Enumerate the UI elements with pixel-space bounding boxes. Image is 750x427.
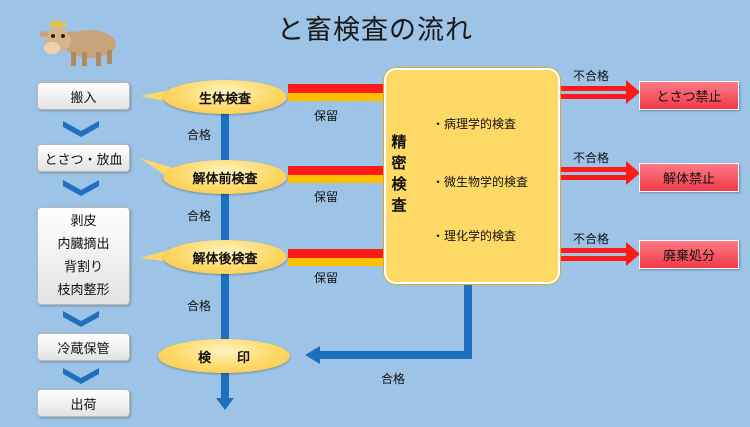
result-disposal: 廃棄処分 [639, 240, 739, 269]
return-pass-arrowhead [305, 346, 320, 364]
pass-label-3: 合格 [187, 299, 212, 313]
pass-label-1: 合格 [187, 128, 212, 142]
stage-antemortem: 生体検査 [163, 80, 287, 114]
hold-label-2: 保留 [314, 190, 339, 204]
chevron-down-icon [63, 121, 99, 137]
chevron-down-icon [63, 311, 99, 327]
fail-label-1: 不合格 [573, 69, 610, 83]
hold-line-1 [288, 93, 384, 101]
step-dressing-line: 内臓摘出 [57, 237, 110, 252]
fail-arrow-3 [558, 242, 640, 266]
hold-label-3: 保留 [314, 271, 339, 285]
fail-label-2: 不合格 [573, 151, 610, 165]
hold-line-3 [288, 258, 384, 266]
fail-line-1 [288, 84, 384, 93]
chevron-down-icon [63, 368, 99, 384]
fail-label-3: 不合格 [573, 232, 610, 246]
hold-line-2 [288, 175, 384, 183]
step-dressing-line: 枝肉整形 [57, 283, 110, 298]
page-title: と畜検査の流れ [277, 15, 473, 46]
inspection-item: ・病理学的検査 [432, 117, 517, 131]
step-arrival: 搬入 [37, 82, 130, 110]
step-dressing-line: 背割り [63, 260, 103, 275]
fail-line-3 [288, 249, 384, 258]
stage-pre-dressing: 解体前検査 [163, 160, 287, 194]
result-dressing-prohibited: 解体禁止 [639, 163, 739, 192]
chevron-down-icon [63, 180, 99, 196]
cow-icon [39, 18, 116, 66]
fail-line-2 [288, 166, 384, 175]
pass-label-2: 合格 [187, 209, 212, 223]
step-stunning-bleeding: とさつ・放血 [37, 144, 130, 172]
return-pass-label: 合格 [381, 372, 406, 386]
stamp-bubble: 検 印 [158, 339, 290, 373]
fail-arrow-2 [558, 161, 640, 185]
inspection-item: ・微生物学的検査 [432, 175, 529, 189]
step-dressing: 剥皮 内臓摘出 背割り 枝肉整形 [37, 207, 130, 305]
inspection-item: ・理化学的検査 [432, 229, 517, 243]
result-slaughter-prohibited: とさつ禁止 [639, 81, 739, 110]
return-pass-line [318, 280, 472, 359]
step-shipping: 出荷 [37, 389, 130, 417]
main-flow-arrowhead [216, 398, 234, 410]
fail-arrow-1 [558, 80, 640, 104]
hold-label-1: 保留 [314, 109, 339, 123]
detailed-inspection-box [384, 68, 560, 284]
detailed-inspection-title: 精密検査 [391, 133, 407, 214]
step-dressing-line: 剥皮 [70, 214, 97, 229]
step-cold-storage: 冷蔵保管 [37, 333, 130, 361]
stage-postmortem: 解体後検査 [163, 240, 287, 274]
